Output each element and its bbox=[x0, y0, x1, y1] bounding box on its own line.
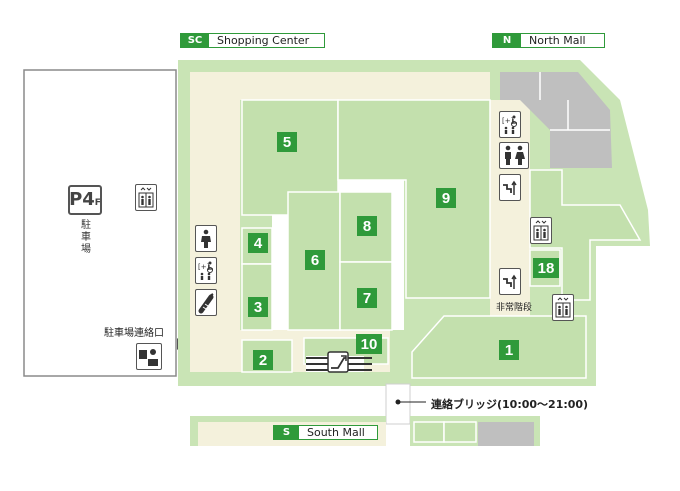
bridge-label: 連絡ブリッジ(10:00〜21:00) bbox=[431, 398, 589, 411]
escalator-graphic bbox=[306, 351, 372, 373]
store-number-6[interactable]: 6 bbox=[305, 250, 325, 270]
information-icon[interactable] bbox=[136, 343, 162, 370]
store-number-4[interactable]: 4 bbox=[248, 233, 268, 253]
svg-text:[+]: [+] bbox=[502, 117, 514, 125]
emergency-stairs-label: 非常階段 bbox=[496, 303, 533, 313]
store-number-9[interactable]: 9 bbox=[436, 188, 456, 208]
store-number-5[interactable]: 5 bbox=[277, 132, 297, 152]
stairs-icon[interactable] bbox=[499, 174, 521, 201]
store-number-18[interactable]: 18 bbox=[533, 258, 559, 278]
store-number-1[interactable]: 1 bbox=[499, 340, 519, 360]
service-area bbox=[500, 72, 612, 168]
restroom-icon[interactable] bbox=[195, 225, 217, 252]
accessible-restroom-icon-east[interactable]: [+] bbox=[499, 111, 521, 138]
nursing-room-icon[interactable] bbox=[195, 289, 217, 316]
north-mall-label: N North Mall bbox=[492, 33, 605, 48]
parking-building bbox=[23, 69, 177, 377]
store-number-10[interactable]: 10 bbox=[356, 334, 382, 354]
store-number-2[interactable]: 2 bbox=[253, 350, 273, 370]
south-mall-label: S South Mall bbox=[273, 425, 378, 440]
emergency-stairs-icon[interactable] bbox=[499, 268, 521, 295]
store-area-northeast bbox=[529, 169, 642, 301]
store-number-8[interactable]: 8 bbox=[357, 216, 377, 236]
elevator-icon-east[interactable] bbox=[530, 217, 552, 244]
store-number-3[interactable]: 3 bbox=[248, 297, 268, 317]
shopping-center-label: SC Shopping Center bbox=[180, 33, 325, 48]
parking-entrance-label: 駐車場連絡口 bbox=[104, 328, 164, 339]
svg-text:[+]: [+] bbox=[198, 263, 210, 271]
restroom-men-women-icon[interactable] bbox=[499, 142, 529, 169]
elevator-icon-southeast[interactable] bbox=[552, 294, 574, 321]
store-area-9 bbox=[337, 99, 491, 299]
parking-name: 駐車場 bbox=[81, 220, 91, 255]
store-number-7[interactable]: 7 bbox=[357, 288, 377, 308]
accessible-restroom-icon[interactable]: [+] bbox=[195, 257, 217, 284]
elevator-icon[interactable] bbox=[135, 184, 157, 211]
corridor-west bbox=[190, 72, 240, 372]
